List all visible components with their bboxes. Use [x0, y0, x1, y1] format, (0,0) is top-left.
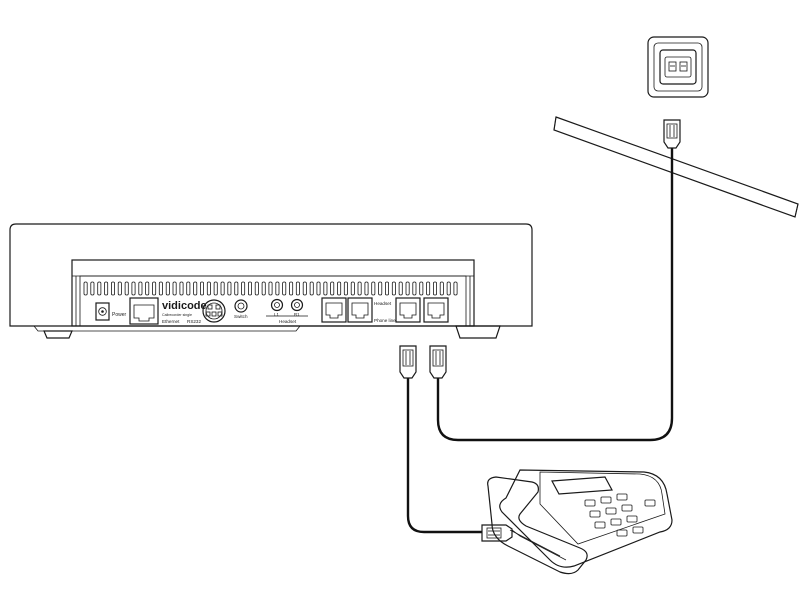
- rs232-port: [202, 299, 226, 323]
- vent-slot: [405, 281, 410, 296]
- headset-port-1: [321, 297, 347, 323]
- vent-slot: [179, 281, 184, 296]
- recorder-device: Power vidicode Callrecorder single Ether…: [9, 223, 533, 339]
- vent-slot: [384, 281, 389, 296]
- phone-line-port-2: [423, 297, 449, 323]
- headset-label: Headset: [374, 301, 392, 306]
- vent-slot: [247, 281, 252, 296]
- r1-port: [290, 298, 304, 312]
- vent-slot: [83, 281, 88, 296]
- vent-slot: [199, 281, 204, 296]
- vent-slot: [158, 281, 163, 296]
- vent-slot: [432, 281, 437, 296]
- vent-slot: [206, 281, 211, 296]
- rs232-label: RS232: [187, 319, 201, 324]
- wall-cable: [436, 148, 674, 442]
- brand-logo-text: vidicode: [162, 300, 207, 312]
- vent-slot: [131, 281, 136, 296]
- vent-slot: [220, 281, 225, 296]
- vent-slot: [213, 281, 218, 296]
- vent-slot: [309, 281, 314, 296]
- wall-cable-plug: [663, 119, 681, 149]
- vent-slot: [138, 281, 143, 296]
- vent-slot: [261, 281, 266, 296]
- vent-slot: [145, 281, 150, 296]
- phone-line-plug-left: [399, 345, 417, 379]
- vent-slot: [343, 281, 348, 296]
- vent-slot: [350, 281, 355, 296]
- vent-slot: [446, 281, 451, 296]
- phone-line-label: Phone line: [374, 318, 396, 323]
- vent-slot: [289, 281, 294, 296]
- power-port: [95, 302, 110, 321]
- vent-slot: [282, 281, 287, 296]
- vent-slot: [275, 281, 280, 296]
- vent-slot: [124, 281, 129, 296]
- vent-slot: [97, 281, 102, 296]
- table-edge: [553, 116, 799, 218]
- phone-line-port-1: [395, 297, 421, 323]
- vent-slot: [412, 281, 417, 296]
- telephone-plug: [481, 524, 513, 542]
- r1-label: R1: [294, 312, 300, 317]
- vent-slot: [364, 281, 369, 296]
- vent-slot: [453, 281, 458, 296]
- vent-slot: [111, 281, 116, 296]
- vent-slot: [254, 281, 259, 296]
- vent-slots: [83, 281, 458, 296]
- ethernet-port: [129, 297, 159, 325]
- l1-label: L1: [274, 312, 279, 317]
- vent-slot: [371, 281, 376, 296]
- vent-slot: [378, 281, 383, 296]
- vent-slot: [90, 281, 95, 296]
- power-label: Power: [112, 312, 127, 318]
- vent-slot: [302, 281, 307, 296]
- vent-slot: [152, 281, 157, 296]
- vent-slot: [357, 281, 362, 296]
- vent-slot: [268, 281, 273, 296]
- vent-slot: [117, 281, 122, 296]
- vent-slot: [330, 281, 335, 296]
- phone-line-plug-right: [429, 345, 447, 379]
- wall-socket: [647, 36, 709, 98]
- vent-slot: [426, 281, 431, 296]
- vent-slot: [295, 281, 300, 296]
- vent-slot: [172, 281, 177, 296]
- telephone: [487, 469, 673, 575]
- switch-label: Switch: [234, 314, 248, 319]
- vent-slot: [316, 281, 321, 296]
- model-label: Callrecorder single: [162, 313, 192, 317]
- vent-slot: [241, 281, 246, 296]
- vent-slot: [439, 281, 444, 296]
- switch-port: [234, 299, 248, 313]
- vent-slot: [323, 281, 328, 296]
- headset-port-2: [347, 297, 373, 323]
- vent-slot: [165, 281, 170, 296]
- l1-port: [270, 298, 284, 312]
- vent-slot: [227, 281, 232, 296]
- vent-slot: [419, 281, 424, 296]
- vent-slot: [234, 281, 239, 296]
- vent-slot: [104, 281, 109, 296]
- vent-slot: [391, 281, 396, 296]
- vent-slot: [193, 281, 198, 296]
- telephone-cable: [406, 378, 482, 534]
- vent-slot: [186, 281, 191, 296]
- headset-group-label: Headset: [279, 319, 297, 324]
- ethernet-label: Ethernet: [162, 319, 180, 324]
- vent-slot: [398, 281, 403, 296]
- vent-slot: [337, 281, 342, 296]
